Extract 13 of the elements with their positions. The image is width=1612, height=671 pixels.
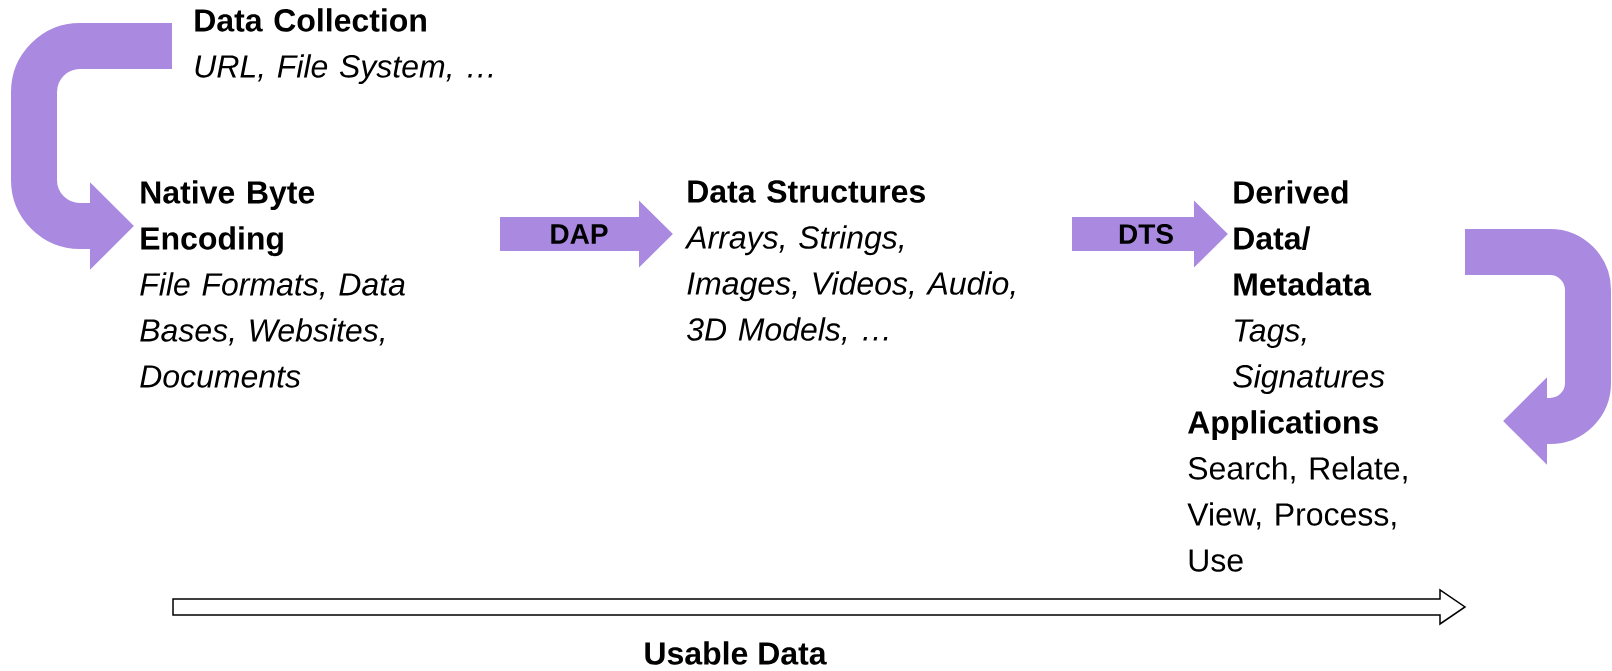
heading: Data Collection [195, 8, 426, 32]
edge-label: DTS [1119, 224, 1173, 244]
heading: Data Structures [688, 180, 925, 203]
description: URL, File System, … [195, 54, 493, 84]
heading: Native Byte Encoding [141, 180, 315, 257]
description: Tags, Signatures [1233, 319, 1385, 394]
axis-label: Usable Data [645, 641, 827, 665]
heading: Derived Data/ Metadata [1234, 180, 1372, 296]
heading: Applications [1188, 410, 1378, 440]
description: Search, Relate, View, Process, Use [1187, 456, 1407, 572]
edge-label: DAP [551, 224, 608, 244]
description: Arrays, Strings, Images, Videos, Audio, 3D Models, … [684, 225, 1015, 345]
description: File Formats, Data Bases, Websites, Documents [140, 272, 405, 388]
